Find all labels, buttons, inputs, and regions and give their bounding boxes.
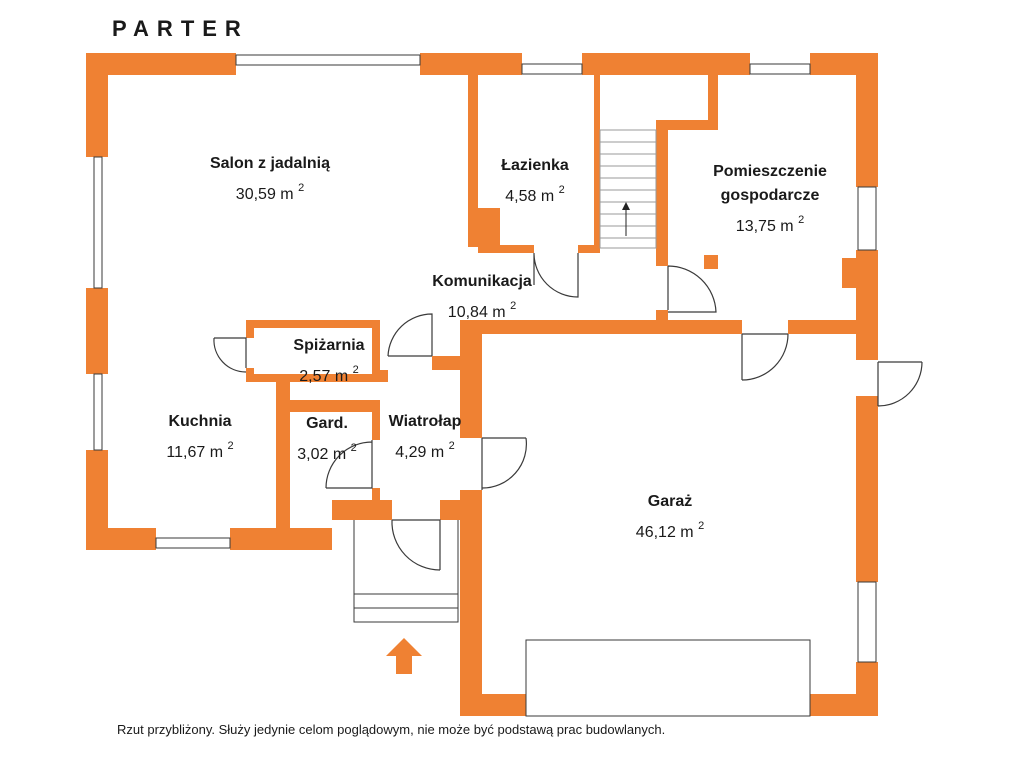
window-utility-top	[749, 63, 811, 75]
wall-pantry-bottom	[246, 374, 382, 382]
wall-stair-right	[656, 120, 668, 266]
room-pomieszczenie-gospodarcze: Pomieszczenie gospodarcze 13,75 m 2	[690, 160, 850, 239]
wall-gard-right-bottom	[372, 488, 380, 500]
room-area: 11,67 m 2	[166, 440, 234, 461]
wall-utility-stub	[656, 310, 668, 322]
door-utility	[667, 265, 717, 313]
door-garage-top	[741, 333, 789, 381]
wall-gard-top	[276, 400, 376, 412]
room-area: 30,59 m 2	[235, 182, 305, 203]
wall-vestibule-top	[432, 356, 470, 370]
window-salon-top	[235, 54, 421, 66]
door-external-right	[877, 361, 923, 407]
room-name: Łazienka	[501, 157, 569, 174]
room-name: Komunikacja	[432, 273, 532, 290]
utility-pillar	[704, 255, 718, 269]
door-bathroom	[533, 252, 579, 298]
window-utility-right	[857, 186, 877, 251]
staircase	[599, 129, 657, 249]
room-komunikacja: Komunikacja 10,84 m 2	[414, 270, 550, 325]
room-area: 4,29 m 2	[395, 440, 455, 461]
up-arrow-icon	[386, 638, 422, 674]
room-spizarnia: Spiżarnia 2,57 m 2	[274, 334, 384, 389]
room-name: Spiżarnia	[293, 337, 365, 354]
wall-top-right	[582, 53, 750, 75]
door-pantry	[213, 337, 247, 373]
room-name: Wiatrołap	[388, 413, 462, 430]
entrance-porch	[353, 520, 459, 623]
room-area: 2,57 m 2	[299, 364, 359, 385]
room-kuchnia: Kuchnia 11,67 m 2	[140, 410, 260, 465]
door-garage-side	[481, 437, 528, 490]
room-area: 46,12 m 2	[635, 520, 705, 541]
wall-top-mid	[420, 53, 522, 75]
wall-gard-right	[372, 400, 380, 440]
window-kitchen-left	[93, 373, 103, 451]
stairs	[599, 129, 657, 249]
wall-pantry-right	[372, 320, 380, 382]
room-name: Gard.	[306, 415, 348, 432]
wall-pantry-top	[246, 320, 380, 328]
wall-garage-top-right	[788, 320, 878, 334]
room-name-line2: gospodarcze	[720, 187, 820, 204]
wall-bath-left	[468, 75, 478, 247]
wall-garage-bottom-left	[460, 694, 526, 716]
disclaimer-note: Rzut przybliżony. Służy jedynie celom po…	[117, 722, 666, 737]
wall-garage-bottom-right	[810, 694, 878, 716]
wall-bottom-mid	[230, 528, 332, 550]
wall-right-low	[856, 396, 878, 582]
wall-utility-top	[656, 120, 718, 130]
room-name-line1: Pomieszczenie	[713, 163, 827, 180]
wall-left-mid	[86, 288, 108, 374]
window-garage-right	[857, 581, 877, 663]
wall-kitchen-right	[276, 376, 290, 532]
wall-bath-bottom-right	[578, 245, 598, 253]
wall-left-top	[86, 53, 108, 157]
walls	[86, 53, 878, 716]
windows	[93, 54, 877, 717]
room-area: 10,84 m 2	[447, 300, 517, 321]
room-name: Garaż	[647, 493, 693, 510]
room-area: 3,02 m 2	[297, 442, 357, 463]
wall-utility-notch	[708, 75, 718, 130]
room-salon: Salon z jadalnią 30,59 m 2	[180, 152, 360, 207]
room-area: 4,58 m 2	[505, 184, 565, 205]
entrance-steps	[353, 520, 459, 623]
wall-bottom-left	[86, 528, 156, 550]
door-main-entrance	[391, 519, 441, 571]
wall-garage-top	[460, 320, 742, 334]
doors	[213, 252, 923, 571]
wall-bath-bottom	[478, 245, 534, 253]
wall-top-left	[86, 53, 236, 75]
wall-right-top	[856, 53, 878, 187]
window-kitchen-bottom	[155, 537, 231, 549]
window-salon-left	[93, 156, 103, 289]
room-name: Kuchnia	[168, 413, 232, 430]
room-gard: Gard. 3,02 m 2	[282, 412, 372, 467]
wall-bath-notch	[478, 208, 500, 248]
wall-pantry-left-top	[246, 320, 254, 338]
wall-vestibule-left	[332, 500, 392, 520]
room-garaz: Garaż 46,12 m 2	[610, 490, 730, 545]
wall-utility-bump	[842, 258, 860, 288]
wall-vestibule-corner	[374, 370, 388, 382]
door-vestibule-inner	[387, 313, 433, 357]
room-name: Salon z jadalnią	[209, 155, 331, 172]
room-area: 13,75 m 2	[735, 214, 805, 235]
garage-door	[525, 639, 811, 717]
wall-left-bottom	[86, 450, 108, 550]
wall-stair-left	[594, 75, 600, 253]
wall-garage-left-top	[460, 322, 482, 438]
room-wiatrolap: Wiatrołap 4,29 m 2	[374, 410, 476, 465]
wall-garage-left-bottom	[460, 490, 482, 716]
window-bath-top	[521, 63, 583, 75]
plan-title: PARTER	[112, 16, 249, 41]
room-lazienka: Łazienka 4,58 m 2	[476, 154, 594, 209]
door-wardrobe	[325, 440, 373, 489]
